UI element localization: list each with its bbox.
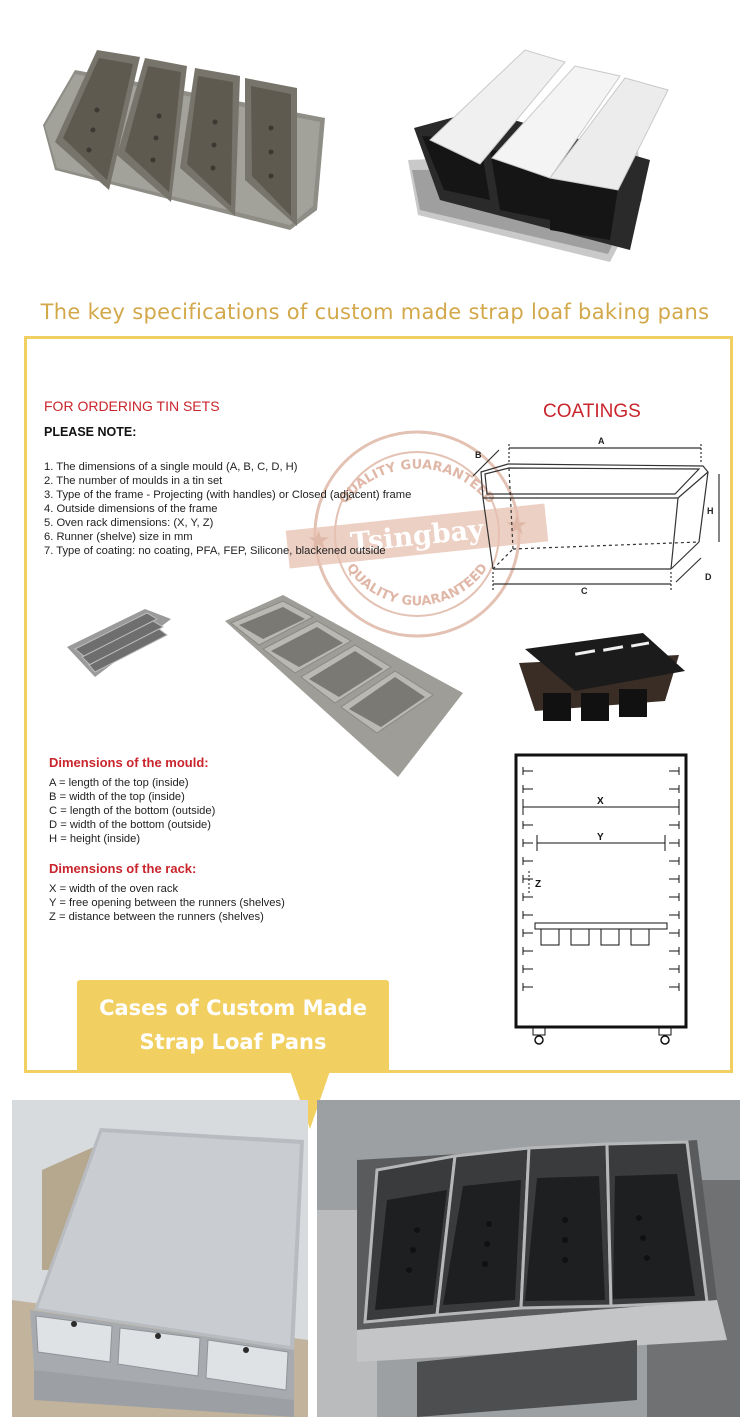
mould-diagram: A B C D H — [472, 436, 720, 596]
mould-dims-list: A = length of the top (inside) B = width… — [49, 776, 215, 846]
section-heading: The key specifications of custom made st… — [40, 300, 710, 324]
ordering-notes: 1. The dimensions of a single mould (A, … — [44, 460, 411, 558]
rack-dims-title: Dimensions of the rack: — [49, 861, 197, 876]
note-item: 7. Type of coating: no coating, PFA, FEP… — [44, 545, 386, 557]
coated-pan-set-image — [519, 633, 685, 721]
label-a: A — [598, 436, 605, 446]
note-item: 1. The dimensions of a single mould (A, … — [44, 461, 298, 473]
coatings-label: COATINGS — [543, 401, 641, 422]
note-item: 6. Runner (shelve) size in mm — [44, 531, 193, 543]
note-item: 3. Type of the frame - Projecting (with … — [44, 489, 412, 501]
ordering-title: FOR ORDERING TIN SETS — [44, 398, 220, 414]
please-note: PLEASE NOTE: — [44, 425, 137, 439]
rack-dim-item: Z = distance between the runners (shelve… — [49, 911, 264, 923]
spec-panel: QUALITY GUARANTEED QUALITY GUARANTEED Ts… — [24, 336, 733, 1073]
label-d: D — [705, 572, 712, 582]
note-item: 5. Oven rack dimensions: (X, Y, Z) — [44, 517, 214, 529]
case-photo-lidded-set — [12, 1100, 308, 1417]
rack-dim-item: X = width of the oven rack — [49, 883, 179, 895]
note-item: 4. Outside dimensions of the frame — [44, 503, 218, 515]
watermark-stamp: QUALITY GUARANTEED QUALITY GUARANTEED Ts… — [285, 430, 549, 638]
note-item: 2. The number of moulds in a tin set — [44, 475, 223, 487]
star-icon: ★ — [307, 525, 330, 555]
callout-line-2: Strap Loaf Pans — [139, 1030, 327, 1054]
callout-pointer — [290, 1071, 330, 1129]
case-photo-open-set — [317, 1100, 740, 1417]
photo-open-strap-pans — [35, 30, 335, 230]
cases-callout: Cases of Custom Made Strap Loaf Pans — [77, 980, 389, 1072]
label-b: B — [475, 450, 482, 460]
mould-dim-item: C = length of the bottom (outside) — [49, 805, 216, 817]
rack-dims-list: X = width of the oven rack Y = free open… — [49, 882, 285, 924]
label-h: H — [707, 506, 714, 516]
callout-line-1: Cases of Custom Made — [99, 996, 367, 1020]
mould-dims-title: Dimensions of the mould: — [49, 755, 209, 770]
label-c: C — [581, 586, 588, 596]
rack-dim-item: Y = free opening between the runners (sh… — [49, 897, 285, 909]
large-pan-set-image — [225, 595, 463, 777]
label-z: Z — [535, 879, 541, 890]
label-y: Y — [597, 832, 604, 843]
small-pan-set-image — [67, 609, 171, 677]
mould-dim-item: D = width of the bottom (outside) — [49, 819, 211, 831]
oven-rack-diagram: X Y Z — [514, 753, 688, 1045]
mould-dim-item: H = height (inside) — [49, 833, 141, 845]
label-x: X — [597, 796, 604, 807]
mould-dim-item: A = length of the top (inside) — [49, 777, 189, 789]
photo-lidded-strap-pans — [400, 40, 680, 270]
star-icon: ★ — [505, 510, 528, 540]
mould-dim-item: B = width of the top (inside) — [49, 791, 185, 803]
